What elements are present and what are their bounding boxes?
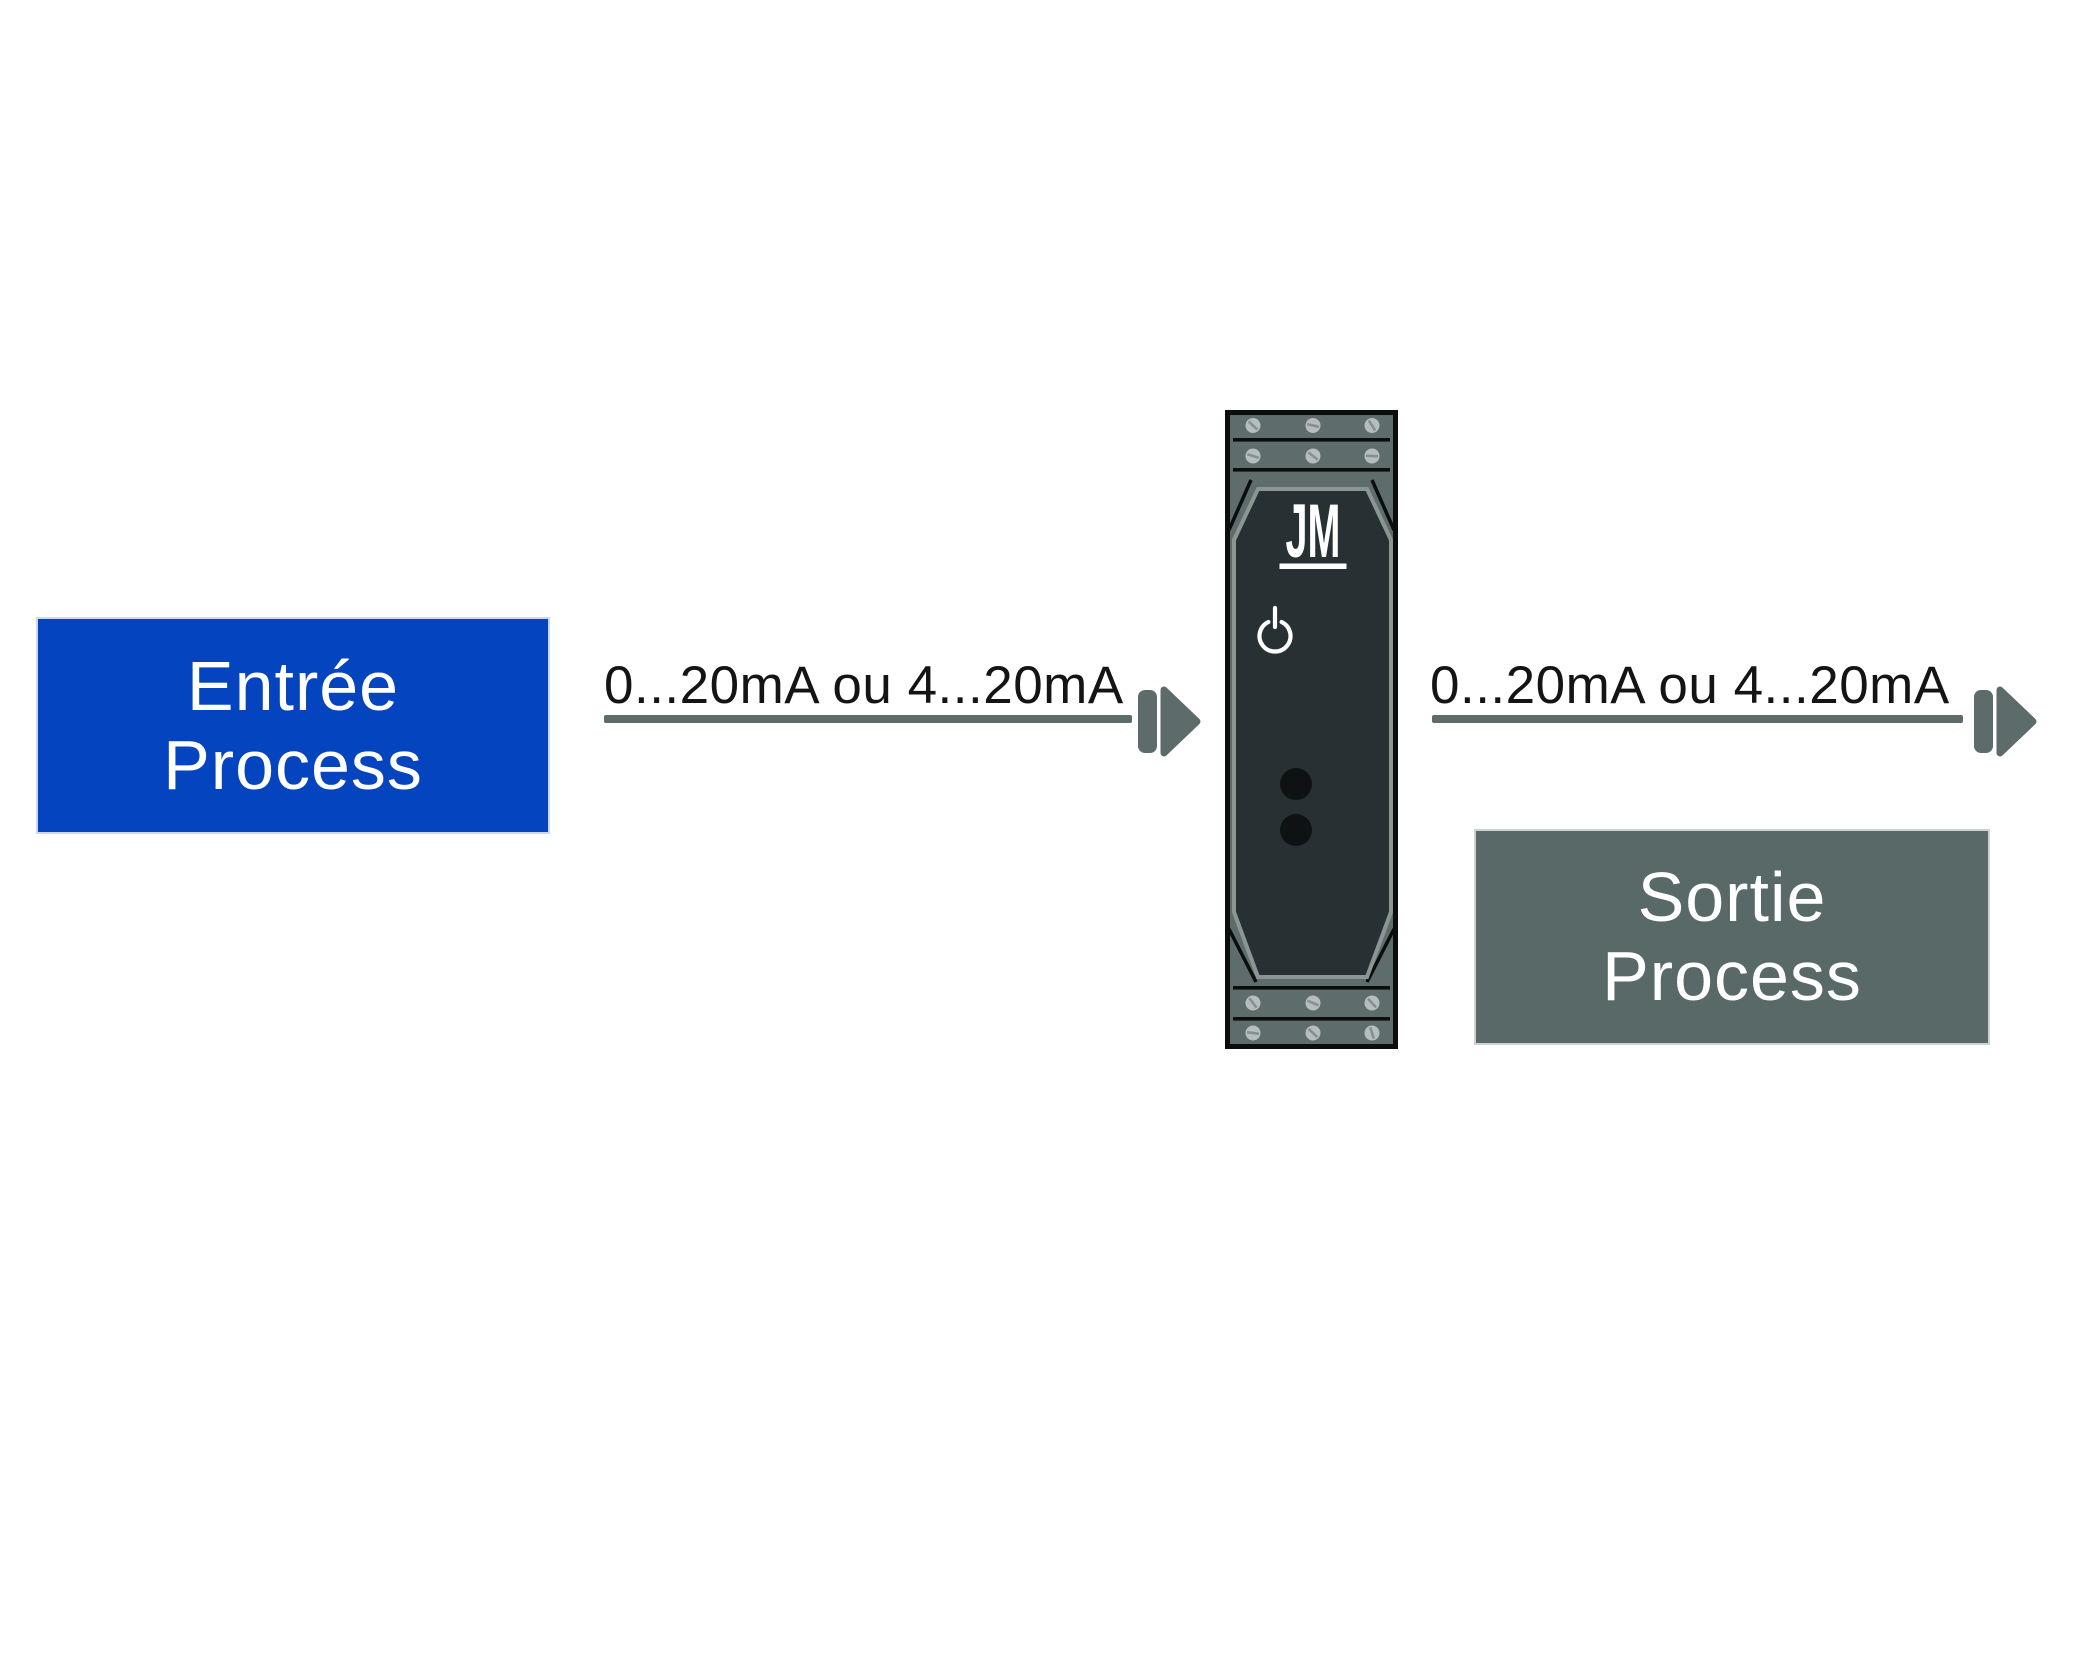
indicator-hole <box>1280 814 1312 846</box>
arrow-head <box>1160 686 1201 757</box>
input-process-label-line2: Process <box>163 725 423 804</box>
arrow-bar <box>1974 690 1993 753</box>
jm-logo-text: JM <box>1286 488 1341 573</box>
jm-logo-underline <box>1279 563 1347 569</box>
module-cap-line <box>1233 986 1390 990</box>
module-cap-line <box>1233 468 1390 472</box>
input-signal-wire <box>604 715 1132 723</box>
output-process-box: Sortie Process <box>1476 831 1988 1043</box>
converter-module: JM <box>1225 410 1398 1049</box>
module-cap-line <box>1233 438 1390 442</box>
arrow-bar <box>1138 690 1157 753</box>
chamfer-line <box>1365 928 1396 983</box>
input-process-box: Entrée Process <box>38 619 548 832</box>
arrow-right-icon <box>1974 686 2037 757</box>
power-icon <box>1257 605 1293 654</box>
module-cap-line <box>1233 1017 1390 1021</box>
arrow-right-icon <box>1138 686 1201 757</box>
indicator-hole <box>1280 768 1312 800</box>
output-process-label-line2: Process <box>1602 937 1862 1015</box>
chamfer-line <box>1227 928 1258 983</box>
chamfer-line <box>1370 479 1396 531</box>
input-signal-label: 0...20mA ou 4...20mA <box>604 656 1124 715</box>
output-signal-wire <box>1432 715 1963 723</box>
chamfer-line <box>1227 479 1253 531</box>
input-process-label-line1: Entrée <box>186 646 400 725</box>
arrow-head <box>1996 686 2037 757</box>
output-process-label-line1: Sortie <box>1637 858 1827 936</box>
output-signal-label: 0...20mA ou 4...20mA <box>1430 656 1950 715</box>
